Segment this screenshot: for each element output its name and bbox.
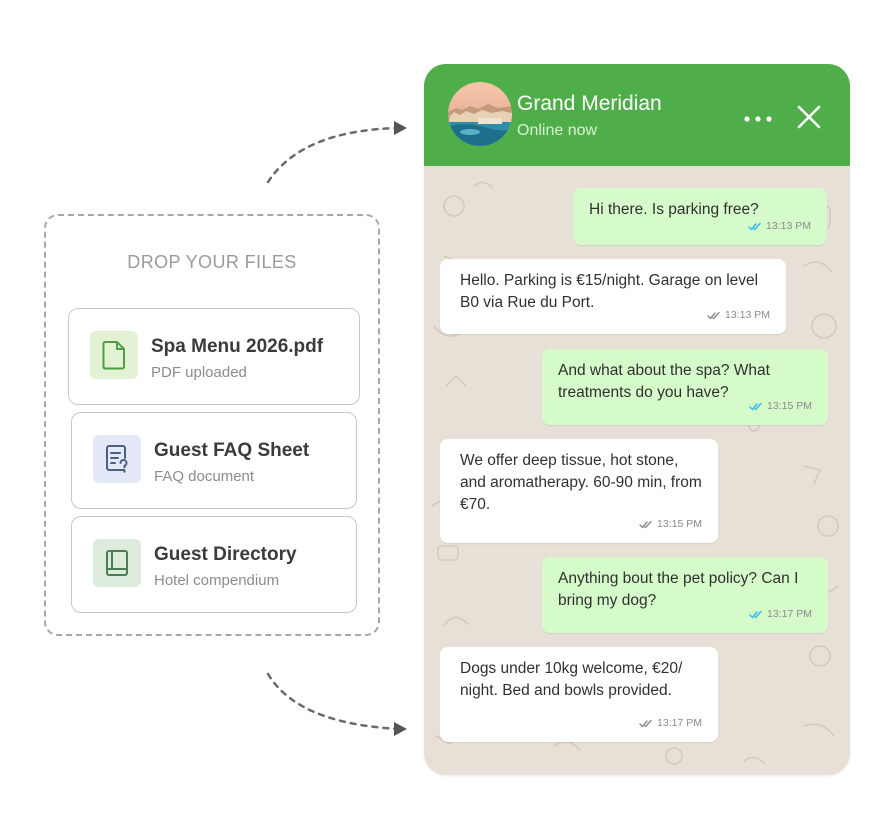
message-text: And what about the spa? What treatments … <box>558 362 770 401</box>
contact-name: Grand Meridian <box>517 92 662 115</box>
double-check-icon <box>639 719 652 727</box>
double-check-icon <box>639 520 652 528</box>
message-text: Dogs under 10kg welcome, €20/ night. Bed… <box>460 660 683 699</box>
avatar[interactable] <box>448 82 512 146</box>
message-bubble-incoming: Hello. Parking is €15/night. Garage on l… <box>440 259 786 334</box>
double-check-icon <box>707 311 720 319</box>
file-card-guest-faq[interactable]: Guest FAQ Sheet FAQ document <box>71 412 357 509</box>
message-time: 13:13 PM <box>725 309 770 321</box>
book-icon <box>93 539 141 587</box>
message-bubble-incoming: We offer deep tissue, hot stone, and aro… <box>440 439 718 543</box>
file-subtitle: Hotel compendium <box>154 572 280 589</box>
double-check-read-icon <box>749 610 762 618</box>
message-text: Hi there. Is parking free? <box>589 201 759 218</box>
arrow-top-icon <box>266 121 407 184</box>
close-icon <box>797 105 821 129</box>
message-list[interactable]: Hi there. Is parking free? 13:13 PM Hell… <box>424 166 850 775</box>
more-options-button[interactable] <box>740 104 776 134</box>
ellipsis-icon <box>744 116 772 122</box>
message-bubble-incoming: Dogs under 10kg welcome, €20/ night. Bed… <box>440 647 718 742</box>
file-name: Guest Directory <box>154 544 297 565</box>
message-text: We offer deep tissue, hot stone, and aro… <box>460 452 702 513</box>
close-button[interactable] <box>792 100 826 134</box>
faq-document-icon <box>93 435 141 483</box>
double-check-read-icon <box>748 222 761 230</box>
message-bubble-outgoing: And what about the spa? What treatments … <box>542 349 828 425</box>
chat-header: Grand Meridian Online now <box>424 64 850 166</box>
message-time: 13:15 PM <box>657 518 702 530</box>
file-card-guest-directory[interactable]: Guest Directory Hotel compendium <box>71 516 357 613</box>
message-bubble-outgoing: Hi there. Is parking free? 13:13 PM <box>573 188 827 245</box>
file-card-spa-menu[interactable]: Spa Menu 2026.pdf PDF uploaded <box>68 308 360 405</box>
message-text: Anything bout the pet policy? Can I brin… <box>558 570 799 609</box>
double-check-read-icon <box>749 402 762 410</box>
message-text: Hello. Parking is €15/night. Garage on l… <box>460 272 759 311</box>
file-drop-zone[interactable]: DROP YOUR FILES Spa Menu 2026.pdf PDF up… <box>44 214 380 636</box>
arrow-bottom-icon <box>266 672 407 736</box>
message-time: 13:15 PM <box>767 400 812 412</box>
file-subtitle: FAQ document <box>154 468 255 485</box>
online-status: Online now <box>517 122 598 139</box>
file-icon <box>90 331 138 379</box>
message-time: 13:17 PM <box>767 608 812 620</box>
message-bubble-outgoing: Anything bout the pet policy? Can I brin… <box>542 557 828 633</box>
file-name: Guest FAQ Sheet <box>154 440 310 461</box>
drop-zone-title: DROP YOUR FILES <box>127 252 297 272</box>
file-subtitle: PDF uploaded <box>151 364 247 381</box>
message-time: 13:17 PM <box>657 717 702 729</box>
file-name: Spa Menu 2026.pdf <box>151 336 324 357</box>
chat-window: Grand Meridian Online now <box>424 64 850 775</box>
message-time: 13:13 PM <box>766 220 811 232</box>
